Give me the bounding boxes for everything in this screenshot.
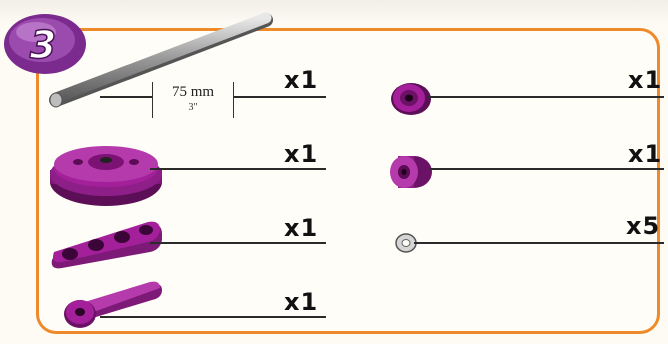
rod-icon	[49, 12, 273, 108]
rod-measurement: 75 mm 3"	[152, 82, 234, 118]
beam-icon	[51, 221, 162, 269]
rod-quantity: x1	[284, 66, 319, 94]
crank-leader-line	[100, 316, 326, 318]
top-shading	[0, 0, 668, 26]
spacer-quantity: x1	[628, 140, 663, 168]
spacer-leader-line	[430, 168, 664, 170]
crank-quantity: x1	[284, 288, 319, 316]
spacer-icon	[390, 156, 432, 188]
measure-tick-left	[152, 82, 153, 118]
rod-leader-line-right	[234, 96, 326, 98]
beam-leader-line	[150, 242, 326, 244]
pulley-icon	[50, 146, 162, 206]
wheel-hub-icon	[391, 83, 431, 115]
wheel-hub-leader-line	[428, 96, 664, 98]
washer-quantity: x5	[626, 212, 661, 240]
rod-length-mm: 75 mm	[171, 84, 215, 100]
pulley-leader-line	[150, 168, 326, 170]
step-number: 3	[30, 23, 56, 67]
rod-leader-line	[100, 96, 152, 98]
step-badge: 3	[4, 14, 86, 74]
washer-leader-line	[414, 242, 664, 244]
measure-tick-right	[233, 82, 234, 118]
rod-length-in: 3"	[188, 102, 198, 113]
crank-icon	[64, 281, 162, 328]
beam-quantity: x1	[284, 214, 319, 242]
wheel-hub-quantity: x1	[628, 66, 663, 94]
pulley-quantity: x1	[284, 140, 319, 168]
